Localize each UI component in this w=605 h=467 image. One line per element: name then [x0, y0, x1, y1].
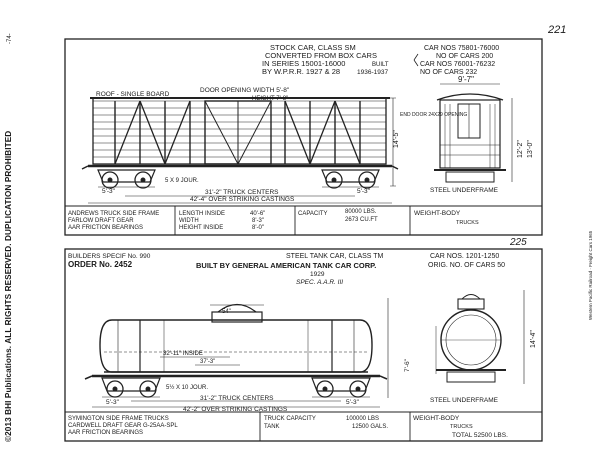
stock-subtitle-2: IN SERIES 15001-16000 — [262, 59, 345, 68]
tank-car-side-elevation — [84, 298, 389, 408]
stock-title: STOCK CAR, CLASS SM — [270, 43, 356, 52]
stock-height-overall: 14'-5" — [393, 130, 400, 148]
stock-spec-gear: FARLOW DRAFT GEAR — [68, 218, 134, 224]
tank-wheelbase-right: 5'-3" — [346, 399, 360, 406]
stock-cars-count-2: NO OF CARS 232 — [420, 69, 477, 76]
stock-over-castings: 42'-4" OVER STRIKING CASTINGS — [190, 196, 295, 203]
stock-door-label: DOOR OPENING WIDTH 5'-8" — [200, 87, 290, 94]
tank-order-no: ORDER No. 2452 — [68, 260, 133, 269]
tank-tank-label: TANK — [264, 424, 280, 430]
stock-left-truck — [97, 169, 156, 189]
tank-capacity-lbs: 100000 LBS — [346, 416, 379, 422]
tank-height-dome: 7'-6" — [404, 358, 411, 372]
stock-journal: 5 X 9 JOUR. — [165, 178, 199, 184]
tank-underframe: STEEL UNDERFRAME — [430, 397, 499, 404]
stock-weight-sub: TRUCKS — [456, 220, 479, 226]
page-number-top: 221 — [548, 24, 567, 36]
stock-weight-label: WEIGHT-BODY — [414, 210, 461, 217]
tank-car-panel: BUILDERS SPECIF No. 990 ORDER No. 2452 S… — [64, 248, 543, 442]
page-number-bottom: 225 — [510, 237, 527, 248]
tank-car-nos: CAR NOS. 1201-1250 — [430, 253, 499, 260]
stock-car-panel: STOCK CAR, CLASS SM CONVERTED FROM BOX C… — [64, 38, 543, 236]
stock-length-value: 40'-6" — [250, 211, 265, 217]
tank-title: STEEL TANK CAR, CLASS TM — [286, 253, 384, 260]
stock-wheelbase-left: 5'-3" — [102, 188, 116, 195]
stock-cars-count-1: NO OF CARS 200 — [436, 53, 493, 60]
stock-width-label: WIDTH — [179, 218, 199, 224]
tank-over-castings: 42'-2" OVER STRIKING CASTINGS — [183, 406, 288, 413]
stock-capacity-label: CAPACITY — [298, 211, 328, 217]
tank-tank-value: 12500 GALS. — [352, 424, 388, 430]
stock-end-height-2: 13'-0" — [527, 140, 534, 158]
stock-car-end-view — [434, 83, 513, 183]
tank-weight-trucks: TRUCKS — [450, 424, 473, 430]
tank-left-truck — [101, 377, 161, 398]
tank-year: 1929 — [310, 271, 325, 278]
stock-spec-table — [65, 205, 542, 235]
stock-spec-trucks: ANDREWS TRUCK SIDE FRAME — [68, 211, 159, 217]
stock-capacity-lbs: 80000 LBS. — [345, 209, 377, 215]
tank-spec: SPEC. A.A.R. III — [296, 279, 343, 286]
tank-spec-bearings: AAR FRICTION BEARINGS — [68, 430, 143, 436]
tank-builders-spec: BUILDERS SPECIF No. 990 — [68, 253, 151, 260]
tank-builder: BUILT BY GENERAL AMERICAN TANK CAR CORP. — [196, 261, 376, 270]
stock-end-height-1: 12'-2" — [517, 140, 524, 158]
stock-roof-label: ROOF - SINGLE BOARD — [96, 91, 170, 98]
tank-orig-cars: ORIG. NO. OF CARS 50 — [428, 262, 505, 269]
tank-height-right: 14'-4" — [530, 330, 537, 348]
stock-door-height: HEIGHT 7'-8" — [252, 96, 288, 102]
stock-height-value: 8'-0" — [252, 225, 264, 231]
tank-capacity-label: TRUCK CAPACITY — [264, 416, 316, 422]
stock-truck-centers: 31'-2" TRUCK CENTERS — [205, 189, 279, 196]
stock-width-value: 8'-3" — [252, 218, 264, 224]
stock-car-frame — [64, 38, 543, 236]
stock-built-years: 1936-1937 — [357, 69, 388, 76]
stock-right-truck — [321, 169, 380, 189]
stock-capacity-cuft: 2673 CU.FT — [345, 217, 378, 223]
tank-inside-length: 37'-3" — [200, 359, 215, 365]
stock-end-width: 9'-7" — [458, 75, 474, 84]
stock-end-door-label: END DOOR 24X29 OPENING — [400, 112, 467, 118]
stock-underframe: STEEL UNDERFRAME — [430, 187, 499, 194]
stock-car-nos-2: CAR NOS 76001-76232 — [420, 61, 495, 68]
stock-length-label: LENGTH INSIDE — [179, 211, 225, 217]
tank-dome-label: 54" — [222, 309, 231, 315]
stock-height-label: HEIGHT INSIDE — [179, 225, 223, 231]
stock-subtitle-3: BY W.P.R.R. 1927 & 28 — [262, 67, 340, 76]
stock-built-label: BUILT — [372, 62, 389, 68]
tank-spec-table — [65, 411, 542, 441]
tank-journal: 5½ X 10 JOUR. — [166, 384, 208, 391]
tank-wheelbase-left: 5'-3" — [106, 399, 120, 406]
tank-spec-trucks: SYMINGTON SIDE FRAME TRUCKS — [68, 416, 169, 422]
tank-inside-diameter: 32'-11" INSIDE — [163, 351, 203, 357]
tank-weight-label: WEIGHT-BODY — [413, 415, 460, 422]
stock-spec-bearings: AAR FRICTION BEARINGS — [68, 225, 143, 231]
tank-car-end-view — [435, 290, 525, 384]
stock-car-nos-1: CAR NOS 75801-76000 — [424, 45, 499, 52]
tank-spec-gear: CARDWELL DRAFT GEAR G-25AA-SPL — [68, 423, 178, 429]
tank-car-frame — [64, 248, 543, 442]
tank-total-weight: TOTAL 52500 LBS. — [452, 432, 508, 439]
stock-car-side-elevation — [81, 97, 399, 189]
stock-wheelbase-right: 5'-3" — [357, 188, 371, 195]
tank-truck-centers: 31'-2" TRUCK CENTERS — [200, 395, 274, 402]
tank-right-truck — [311, 377, 371, 398]
stock-subtitle-1: CONVERTED FROM BOX CARS — [265, 51, 377, 60]
